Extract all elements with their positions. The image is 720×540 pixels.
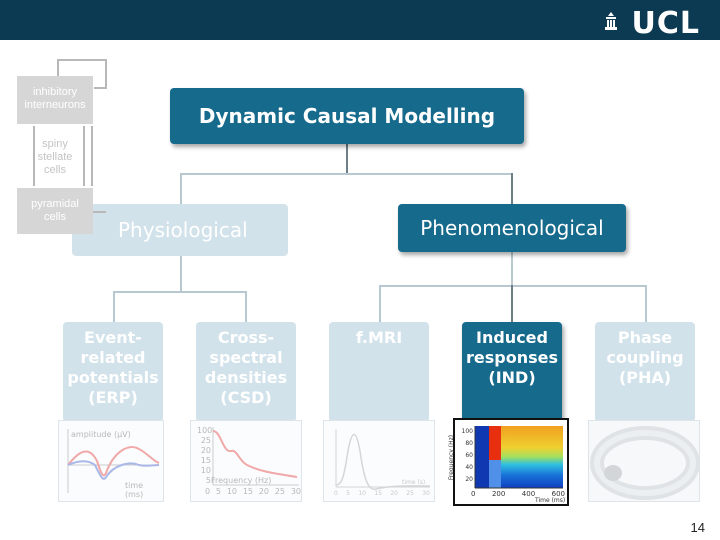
csd-y-tick: 15 <box>200 456 211 465</box>
ind-x-tick: 200 <box>491 490 506 498</box>
csd-box: Cross- spectral densities (CSD) <box>196 322 296 422</box>
erp-label: Event- related potentials (ERP) <box>67 328 159 407</box>
pha-label: Phase coupling (PHA) <box>606 328 684 387</box>
ind-x-tick: 400 <box>521 490 536 498</box>
csd-x-tick: 30 <box>290 487 301 496</box>
csd-x-tick: 0 <box>205 487 211 496</box>
ind-thumbnail: Frequency (Hz) 100 80 60 40 20 0 200 400… <box>448 418 569 506</box>
pha-box: Phase coupling (PHA) <box>595 322 695 422</box>
fmri-x-tick: 20 <box>390 490 398 497</box>
erp-waveform-plot <box>67 429 160 493</box>
erp-thumbnail: amplitude (μV) time (ms) <box>58 420 164 502</box>
erp-x-label: time (ms) <box>125 481 144 499</box>
page-number: 14 <box>690 520 705 535</box>
phenomenological-box: Phenomenological <box>398 204 626 252</box>
erp-box: Event- related potentials (ERP) <box>63 322 163 422</box>
connector-branch-horizontal <box>180 173 512 175</box>
csd-x-ticks: 0 5 10 15 20 25 30 <box>205 487 301 496</box>
csd-x-tick: 20 <box>258 487 269 496</box>
ind-box: Induced responses (IND) <box>462 322 562 422</box>
connector-to-phenomenological <box>511 173 513 204</box>
physiological-box: Physiological <box>72 204 288 256</box>
fmri-label: f.MRI <box>355 328 403 347</box>
neural-circuit: inhibitory interneurons spiny stellate c… <box>10 58 120 238</box>
fmri-x-tick: 10 <box>358 490 366 497</box>
fmri-x-tick: 0 <box>334 490 338 497</box>
ind-x-label: Time (ms) <box>535 497 566 504</box>
connector-to-pha <box>645 285 647 322</box>
ind-y-tick: 40 <box>465 464 473 471</box>
circuit-connections <box>33 59 107 213</box>
connector-title-down <box>346 144 348 174</box>
ucl-logo: UCL <box>631 6 700 41</box>
ind-label: Induced responses (IND) <box>466 328 558 387</box>
csd-x-tick: 5 <box>215 487 221 496</box>
ind-y-label: Frequency (Hz) <box>448 434 456 481</box>
fmri-hrf-plot <box>335 429 431 490</box>
csd-x-tick: 25 <box>274 487 285 496</box>
connector-to-erp <box>113 291 115 322</box>
csd-x-tick: 10 <box>226 487 237 496</box>
ind-x-tick: 600 <box>551 490 565 498</box>
inhibitory-interneurons-box: inhibitory interneurons <box>17 76 93 124</box>
connector-physio-down <box>180 256 182 292</box>
pyramidal-cells-box: pyramidal cells <box>17 188 93 234</box>
csd-x-tick: 15 <box>242 487 253 496</box>
fmri-x-tick: 30 <box>422 490 430 497</box>
spiny-stellate-label: spiny stellate cells <box>37 138 73 176</box>
ind-time-frequency-plot <box>474 426 563 489</box>
connector-to-csd <box>245 291 247 322</box>
csd-y-tick: 20 <box>200 446 211 455</box>
ucl-portico-icon <box>605 12 617 30</box>
connector-pheno-horizontal <box>379 285 647 287</box>
fmri-x-ticks: 0 5 10 15 20 25 30 <box>334 490 430 497</box>
ind-y-tick: 100 <box>461 428 473 435</box>
connector-to-fmri <box>379 285 381 322</box>
pha-thumbnail <box>588 420 700 502</box>
pha-torus-illustration <box>590 426 699 500</box>
ind-y-tick: 80 <box>465 440 473 447</box>
csd-spectrum-plot <box>212 427 299 486</box>
fmri-x-tick: 5 <box>346 490 350 497</box>
csd-label: Cross- spectral densities (CSD) <box>204 328 288 407</box>
fmri-thumbnail: time (s) 0 5 10 15 20 25 30 <box>323 420 435 502</box>
fmri-x-tick: 25 <box>406 490 414 497</box>
connector-pheno-down <box>511 252 513 286</box>
diagram-title-box: Dynamic Causal Modelling <box>170 88 524 144</box>
connector-to-ind <box>511 285 513 322</box>
fmri-x-label: time (s) <box>402 479 426 486</box>
csd-y-tick: 10 <box>200 466 211 475</box>
csd-x-label: Frequency (Hz) <box>211 476 272 485</box>
csd-thumbnail: 100 25 20 15 10 5 Frequency (Hz) 0 5 10 … <box>190 420 302 502</box>
csd-y-ticks: 100 25 20 15 10 5 <box>197 426 213 486</box>
csd-y-tick: 5 <box>205 476 211 485</box>
connector-physio-horizontal <box>113 291 247 293</box>
ind-y-tick: 60 <box>465 452 473 459</box>
ind-x-ticks: 0 200 400 600 <box>471 490 565 498</box>
connector-to-physiological <box>180 173 182 204</box>
csd-y-tick: 100 <box>197 426 213 435</box>
csd-y-tick: 25 <box>200 436 211 445</box>
fmri-x-tick: 15 <box>374 490 382 497</box>
header-bar: UCL <box>0 0 720 41</box>
ind-y-ticks: 100 80 60 40 20 <box>459 426 473 486</box>
ind-y-tick: 20 <box>465 476 473 483</box>
ind-x-tick: 0 <box>471 490 476 498</box>
fmri-box: f.MRI <box>329 322 429 422</box>
erp-y-label: amplitude (μV) <box>71 430 131 439</box>
